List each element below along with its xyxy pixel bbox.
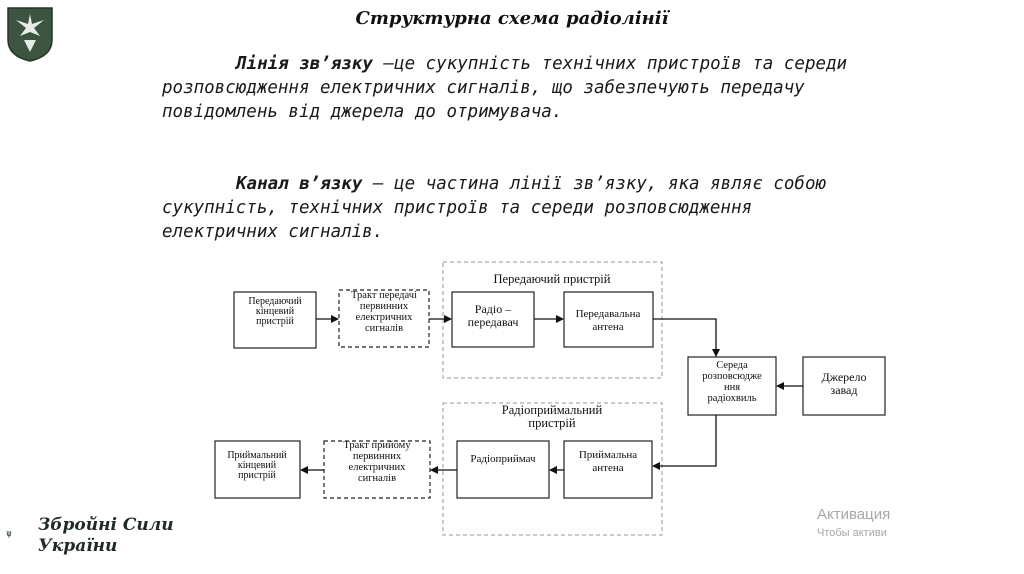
tx-path-line2: первинних — [360, 301, 409, 312]
noise-line1: Джерело — [822, 370, 867, 384]
term-communication-channel: Канал в’язку — [236, 174, 363, 194]
trident-icon — [6, 531, 12, 538]
windows-activation-watermark: Активация Чтобы активи — [817, 505, 901, 541]
branding-line1: Збройні Сили — [38, 515, 174, 535]
armed-forces-branding: Збройні Сили України — [38, 515, 174, 557]
tx-path-line4: сигналів — [365, 323, 403, 334]
watermark-line2: Чтобы активи — [817, 527, 887, 539]
rx-path-line2: первинних — [353, 451, 402, 462]
arrow-medium-to-rx-antenna — [652, 415, 717, 470]
transmitter-group-frame — [442, 261, 663, 379]
tx-radio-block — [451, 291, 535, 348]
tx-antenna-line2: антена — [592, 321, 623, 333]
page-title: Структурна схема радіолінії — [355, 8, 669, 29]
arrow-tx-antenna-to-medium — [653, 318, 720, 357]
medium-line1: Середа — [716, 360, 748, 371]
tx-path-line1: Тракт передачі — [351, 290, 417, 301]
rx-path-line4: сигналів — [358, 473, 396, 484]
tx-radio-line2: передавач — [468, 315, 519, 329]
tx-terminal-line3: пристрій — [256, 316, 294, 327]
watermark-line1: Активация — [817, 506, 891, 523]
rx-terminal-line1: Приймальний — [227, 450, 287, 461]
rx-path-line1: Тракт прийому — [343, 440, 411, 451]
tx-path-line3: електричних — [356, 312, 414, 323]
armed-forces-emblem-icon — [7, 7, 53, 62]
rx-antenna-line1: Приймальна — [579, 449, 637, 461]
definition-text: –це сукупність технічних пристроїв та се… — [162, 54, 848, 122]
medium-line2: розповсюдже — [702, 371, 762, 382]
rx-radio-line1: Радіоприймач — [470, 453, 536, 465]
rx-path-block — [323, 440, 431, 499]
tx-antenna-line1: Передавальна — [576, 308, 641, 320]
receiver-group-label-line1: Радіоприймальний — [502, 403, 603, 417]
tx-terminal-line1: Передаючий — [248, 296, 302, 307]
rx-antenna-line2: антена — [592, 462, 623, 474]
tx-terminal-line2: кінцевий — [256, 306, 295, 317]
rx-terminal-line2: кінцевий — [238, 460, 277, 471]
definition-communication-channel: Канал в’язку – це частина лінії зв’язку,… — [162, 172, 862, 244]
rx-path-line3: електричних — [349, 462, 407, 473]
tx-radio-line1: Радіо – — [475, 302, 512, 316]
rx-terminal-line3: пристрій — [238, 470, 276, 481]
rx-terminal-block — [214, 440, 301, 499]
term-communication-line: Лінія зв’язку — [236, 54, 373, 74]
transmitter-group-label: Передаючий пристрій — [494, 272, 611, 286]
tx-path-block — [338, 289, 430, 348]
rx-radio-block — [456, 440, 550, 499]
definition-text: – це частина лінії зв’язку, яка являє со… — [162, 174, 827, 242]
branding-line2: України — [38, 536, 118, 556]
medium-line3: ння — [724, 382, 740, 393]
medium-line4: радіохвиль — [707, 393, 756, 404]
noise-line2: завад — [830, 383, 857, 397]
definition-communication-line: Лінія зв’язку –це сукупність технічних п… — [162, 52, 862, 124]
receiver-group-label-line2: пристрій — [528, 416, 576, 430]
tx-terminal-block — [233, 291, 317, 349]
